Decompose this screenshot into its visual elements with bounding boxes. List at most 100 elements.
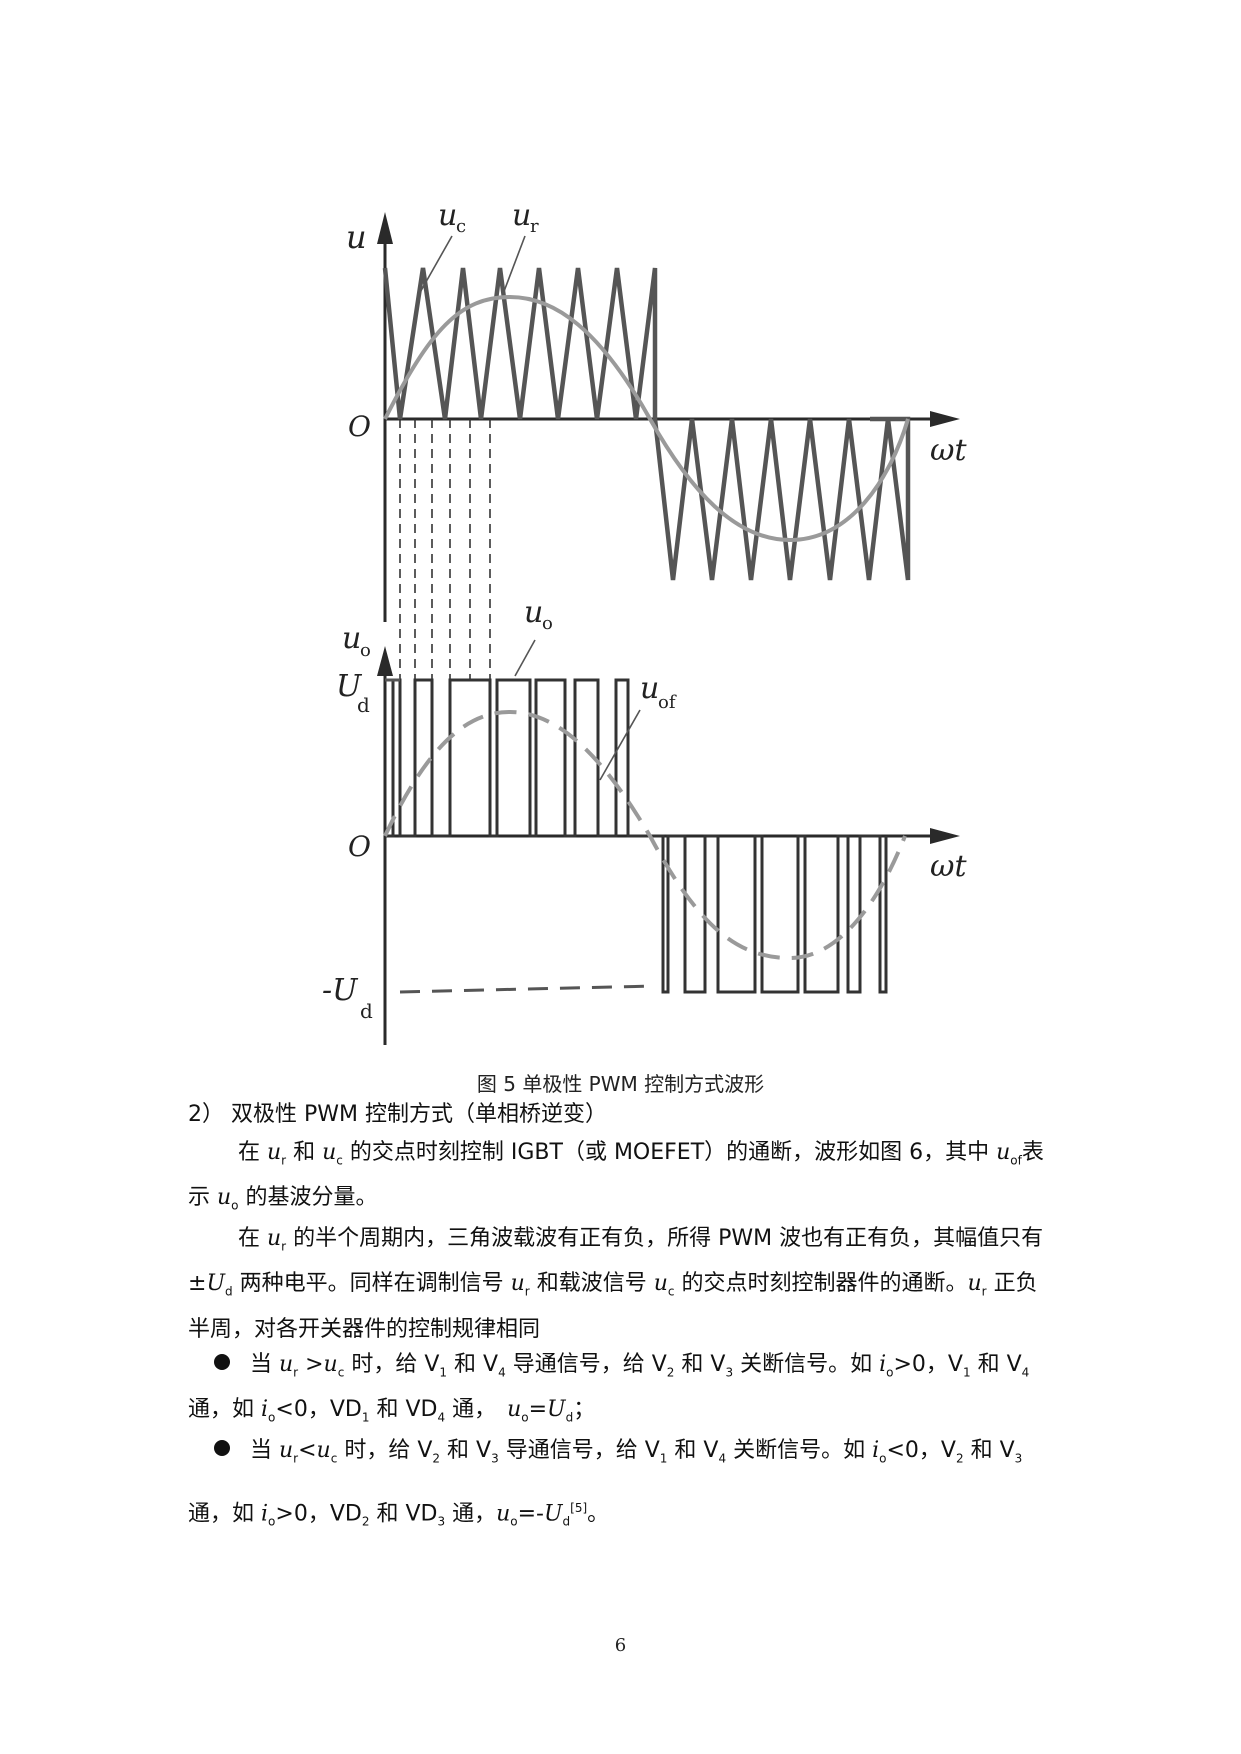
p2-ur3-sub: r — [981, 1284, 987, 1299]
b2-s1: 1 — [659, 1451, 668, 1466]
p1-uo-sub: o — [231, 1198, 239, 1213]
p1-text-5: 的基波分量。 — [238, 1185, 378, 1211]
b2-t5: 导通信号，给 V — [498, 1438, 660, 1463]
b2-uc-sub: c — [330, 1451, 338, 1466]
b1-t2: > — [298, 1352, 324, 1377]
b2-s3: 3 — [491, 1451, 499, 1466]
modulation-sine-wave-ur — [383, 294, 910, 543]
b1-uo: u — [507, 1397, 522, 1423]
p2-ud: U — [206, 1271, 225, 1297]
p2-text-6: 正负半周，对各开关器件的控制规律相同 — [188, 1271, 1038, 1342]
b1-io-sub: o — [886, 1365, 894, 1380]
p1-uof: u — [996, 1140, 1011, 1165]
b1-t5: 导通信号，给 V — [505, 1352, 667, 1377]
b1-t6: 和 V — [674, 1352, 726, 1377]
carrier-triangle-wave-uc — [382, 267, 911, 581]
p2-ur2-sub: r — [524, 1284, 530, 1299]
b1-s1c: 1 — [361, 1410, 370, 1425]
p2-text-2: 的半个周期内，三角波载波有正有负，所得 PWM 波也有正有负，其幅值只有± — [188, 1226, 1044, 1297]
p2-text-3: 两种电平。同样在调制信号 — [232, 1271, 511, 1297]
b1-ur: u — [279, 1352, 294, 1377]
bottom-horizontal-arrow — [930, 828, 960, 844]
b1-t13: 通， — [445, 1397, 508, 1423]
b1-t9: 和 V — [970, 1352, 1022, 1377]
b1-t15: ； — [573, 1397, 596, 1423]
p1-uc-sub: c — [336, 1153, 343, 1168]
negative-ud-label-sub: d — [360, 999, 373, 1023]
b1-io2: i — [261, 1397, 269, 1423]
b1-uo-sub: o — [521, 1410, 529, 1425]
b2-s4: 4 — [718, 1451, 727, 1466]
b1-io2-sub: o — [268, 1410, 276, 1425]
b2-t9: 和 V — [963, 1438, 1015, 1463]
b2-t6: 和 V — [667, 1438, 719, 1463]
ur-label: u — [512, 198, 531, 233]
b2-uo: u — [496, 1501, 511, 1527]
fundamental-component-uof — [383, 709, 907, 961]
pwm-output-pulses-uo — [385, 678, 888, 994]
b1-s1b: 1 — [962, 1365, 971, 1380]
b1-s2: 2 — [666, 1365, 675, 1380]
b1-t7: 关断信号。如 — [733, 1352, 880, 1377]
top-waveform-panel: u u c u r O ωt — [346, 198, 967, 680]
b1-t10: 通，如 — [188, 1397, 261, 1423]
paragraph-2: 在 u r 的半个周期内，三角波载波有正有负，所得 PWM 波也有正有负，其幅值只… — [188, 1220, 1050, 1349]
top-vertical-arrow — [377, 212, 393, 244]
b1-t8: >0，V — [893, 1352, 963, 1377]
uc-label-sub: c — [456, 216, 466, 237]
b2-io2: i — [261, 1501, 269, 1527]
top-horizontal-arrow — [930, 411, 960, 427]
b2-s2c: 2 — [361, 1515, 370, 1530]
bullet-item-1: 当 ur >uc 时，给 V1 和 V4 导通信号，给 V2 和 V3 关断信号… — [188, 1346, 1050, 1437]
p2-text-1: 在 — [238, 1226, 267, 1251]
section-heading: 2） 双极性 PWM 控制方式（单相桥逆变） — [188, 1102, 607, 1127]
b1-t4: 和 V — [447, 1352, 499, 1377]
b1-t12: 和 VD — [369, 1397, 438, 1423]
uo-curve-label-sub: o — [542, 613, 553, 634]
b1-s4b: 4 — [1021, 1365, 1030, 1380]
bottom-omega-t-label: ωt — [930, 849, 967, 884]
uo-axis-label: u — [342, 621, 361, 656]
b1-t14: = — [528, 1397, 548, 1423]
p1-uc: u — [322, 1140, 337, 1165]
b1-t3: 时，给 V — [344, 1352, 440, 1377]
p2-text-5: 的交点时刻控制器件的通断。 — [674, 1271, 968, 1297]
b2-reference: [5] — [570, 1501, 588, 1516]
p2-uc-sub: c — [667, 1284, 675, 1299]
b2-s2b: 2 — [955, 1451, 964, 1466]
uo-curve-label: u — [524, 595, 543, 630]
page-number: 6 — [614, 1635, 627, 1656]
b1-ur-sub: r — [293, 1365, 299, 1380]
figure-caption: 图 5 单极性 PWM 控制方式波形 — [476, 1072, 765, 1096]
ur-leader-line — [502, 235, 526, 295]
p1-text-2: 和 — [286, 1140, 323, 1165]
b1-s3: 3 — [725, 1365, 734, 1380]
b1-io: i — [879, 1352, 887, 1377]
p2-ud-sub: d — [224, 1284, 233, 1299]
b2-s3c: 3 — [437, 1515, 446, 1530]
unipolar-pwm-waveform-figure: u u c u r O ωt u o U d u o u of O ωt -U … — [322, 198, 967, 1045]
bullet-item-2: 当 ur<uc 时，给 V2 和 V3 导通信号，给 V1 和 V4 关断信号。… — [188, 1426, 1050, 1547]
p1-uo: u — [217, 1185, 232, 1211]
b2-io: i — [872, 1438, 880, 1463]
uof-label-sub: of — [658, 692, 677, 713]
uo-leader-line — [514, 639, 536, 677]
uc-leader-line — [417, 235, 453, 297]
b2-uo-sub: o — [510, 1515, 518, 1530]
p2-uc: u — [653, 1271, 668, 1297]
uc-label: u — [438, 198, 457, 233]
ur-label-sub: r — [530, 216, 539, 237]
bottom-origin-label: O — [348, 830, 371, 863]
b1-uc-sub: c — [337, 1365, 345, 1380]
uof-label: u — [640, 671, 659, 706]
b1-s1: 1 — [439, 1365, 448, 1380]
uof-leader-line — [599, 709, 641, 781]
p1-ur: u — [267, 1140, 282, 1165]
top-u-axis-label: u — [346, 218, 367, 256]
b2-t13: 通， — [445, 1501, 497, 1527]
b1-s4c: 4 — [437, 1410, 446, 1425]
b1-s4: 4 — [498, 1365, 506, 1380]
b2-t4: 和 V — [440, 1438, 492, 1463]
ud-label: U — [336, 669, 363, 704]
bottom-vertical-arrow — [377, 646, 393, 676]
